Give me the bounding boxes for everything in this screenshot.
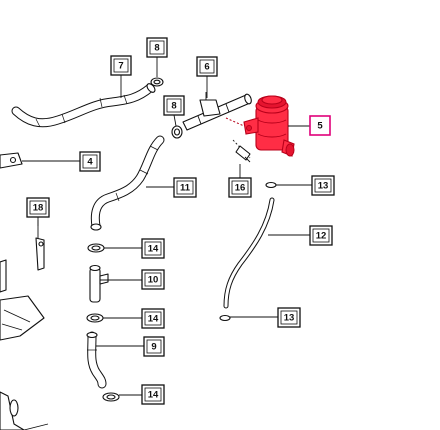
callout-9: 9 — [143, 336, 165, 357]
callout-8-lower: 8 — [163, 95, 185, 116]
callout-14-lower-label: 14 — [148, 390, 159, 401]
callout-10: 10 — [141, 269, 165, 290]
callout-14-middle-label: 14 — [148, 314, 159, 325]
callout-12-label: 12 — [316, 231, 327, 242]
leader-lines — [22, 57, 312, 396]
callout-7-label: 7 — [118, 61, 123, 72]
washer-14-lower[interactable] — [102, 392, 120, 402]
pipe-6[interactable] — [182, 92, 253, 131]
callout-16-label: 16 — [235, 183, 246, 194]
hose-7[interactable] — [11, 82, 157, 128]
callout-6-label: 6 — [204, 62, 209, 73]
callout-7: 7 — [110, 55, 132, 76]
callout-13-upper-label: 13 — [318, 181, 329, 192]
callout-11-label: 11 — [180, 183, 191, 194]
callout-14-upper: 14 — [141, 238, 165, 259]
callout-6: 6 — [196, 56, 218, 77]
callout-13-upper: 13 — [311, 175, 335, 196]
callout-14-lower: 14 — [141, 384, 165, 405]
fitting-10[interactable] — [89, 264, 109, 303]
clamp-13-lower[interactable] — [219, 314, 231, 322]
housing-left — [0, 259, 49, 430]
callout-10-label: 10 — [148, 275, 159, 286]
callout-14-upper-label: 14 — [148, 244, 159, 255]
callout-14-middle: 14 — [141, 308, 165, 329]
reservoir-5[interactable] — [225, 95, 295, 157]
washer-8-upper[interactable] — [150, 77, 164, 87]
callout-8-upper-label: 8 — [154, 43, 159, 54]
callout-5-label: 5 — [317, 121, 323, 132]
washer-8-lower[interactable] — [171, 125, 183, 139]
elbow-hose-9[interactable] — [86, 331, 107, 389]
washer-14-upper[interactable] — [87, 243, 105, 253]
clamp-13-upper[interactable] — [265, 181, 277, 189]
hose-12[interactable] — [223, 197, 275, 309]
callout-13-lower-label: 13 — [284, 313, 295, 324]
callout-12: 12 — [309, 225, 333, 246]
bracket-18[interactable] — [35, 220, 45, 271]
washer-14-middle[interactable] — [86, 313, 104, 323]
hose-11[interactable] — [90, 135, 165, 231]
callout-4-label: 4 — [87, 157, 93, 168]
callout-8-upper: 8 — [146, 37, 168, 58]
bolt-16[interactable] — [232, 139, 251, 163]
callout-18: 18 — [26, 197, 50, 218]
clamp-4[interactable] — [0, 152, 23, 169]
callout-16: 16 — [228, 177, 252, 198]
callout-4: 4 — [79, 151, 101, 172]
callout-8-lower-label: 8 — [171, 101, 176, 112]
callout-5[interactable]: 5 — [309, 115, 331, 136]
callout-9-label: 9 — [151, 342, 156, 353]
callout-18-label: 18 — [33, 203, 44, 214]
callout-13-lower: 13 — [277, 307, 301, 328]
callout-11: 11 — [173, 177, 197, 198]
